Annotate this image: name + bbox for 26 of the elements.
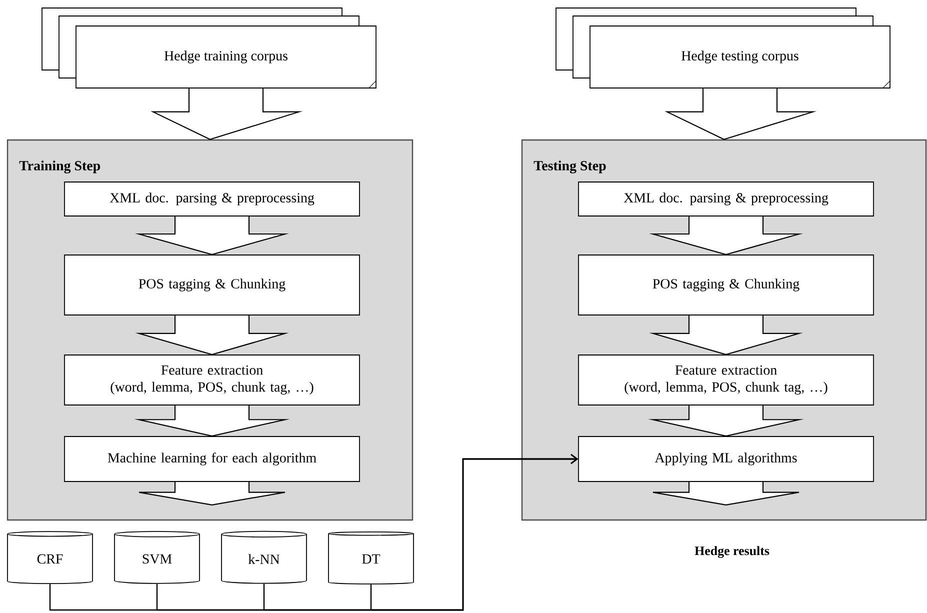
block-arrow: [135, 216, 289, 256]
process-box: Feature extraction (word, lemma, POS, chunk tag, …): [578, 354, 874, 406]
process-box: POS tagging & Chunking: [64, 254, 360, 316]
document-stack: Hedge training corpus: [42, 8, 377, 89]
process-box: XML doc. parsing & preprocessing: [64, 182, 360, 216]
process-box: POS tagging & Chunking: [578, 254, 874, 316]
result-label: Hedge results: [694, 546, 770, 558]
database-cylinder: SVM: [114, 530, 200, 584]
block-arrow: [652, 481, 800, 506]
database-cylinder: k-NN: [221, 530, 307, 584]
block-arrow: [150, 88, 303, 140]
process-box: XML doc. parsing & preprocessing: [578, 182, 874, 216]
process-box: Machine learning for each algorithm: [64, 436, 360, 482]
block-arrow: [664, 88, 817, 140]
process-box: Applying ML algorithms: [578, 436, 874, 482]
block-arrow: [649, 314, 803, 356]
database-cylinder: CRF: [7, 531, 93, 584]
database-cylinder: DT: [328, 531, 414, 584]
document-stack: Hedge testing corpus: [556, 8, 891, 89]
block-arrow: [138, 481, 286, 506]
process-box: Feature extraction (word, lemma, POS, chunk tag, …): [64, 354, 360, 406]
block-arrow: [135, 314, 289, 356]
block-arrow: [649, 216, 803, 256]
block-arrow: [648, 404, 804, 437]
connector-arrow: [370, 454, 578, 611]
block-arrow: [134, 404, 290, 437]
